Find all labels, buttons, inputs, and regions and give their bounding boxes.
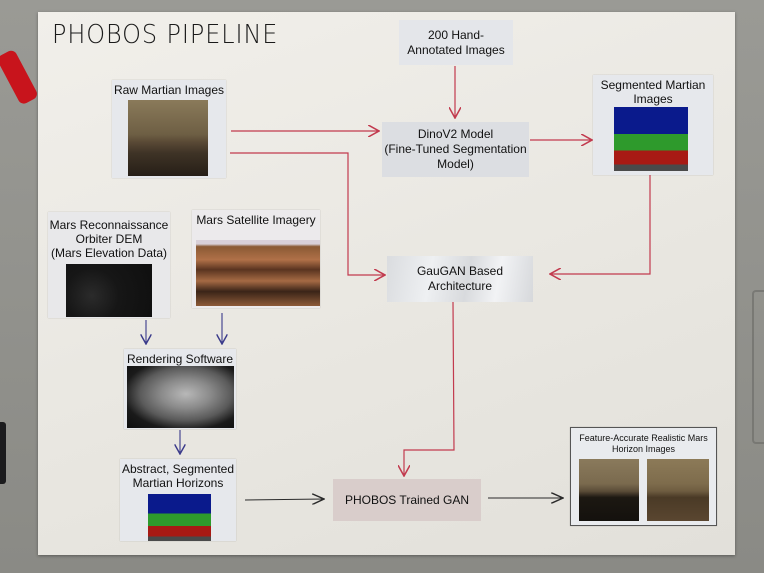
gaugan-architecture-node: GauGAN Based Architecture — [387, 256, 533, 302]
gaugan-line2: Architecture — [427, 279, 493, 293]
binder-clip-left — [0, 422, 6, 484]
rendering-software-label: Rendering Software — [126, 352, 234, 366]
abstract-segmented-image — [148, 494, 211, 541]
generated-horizon-image-1 — [579, 459, 639, 521]
rendering-software-card: Rendering Software — [124, 349, 236, 429]
abstract-line2: Martian Horizons — [132, 476, 224, 490]
segmented-mask-image — [614, 107, 688, 171]
mro-dem-line2: Orbiter DEM — [75, 232, 143, 246]
mro-dem-card: Mars Reconnaissance Orbiter DEM (Mars El… — [48, 212, 170, 318]
raw-martian-images-label: Raw Martian Images — [113, 83, 225, 97]
dinov2-line2: (Fine-Tuned Segmentation — [384, 142, 527, 156]
poster-title: PHOBOS Pipeline — [52, 20, 279, 50]
hand-annotated-label: 200 Hand-Annotated Images — [407, 27, 505, 57]
gaugan-line1: GauGAN Based — [416, 264, 504, 278]
output-line2: Horizon Images — [611, 444, 676, 454]
dinov2-model-node: DinoV2 Model (Fine-Tuned Segmentation Mo… — [382, 122, 529, 177]
segmented-label-line2: Images — [633, 92, 673, 106]
dinov2-line1: DinoV2 Model — [417, 127, 494, 141]
abstract-line1: Abstract, Segmented — [121, 462, 235, 476]
terrain-render-image — [127, 366, 234, 428]
binder-clip-right — [752, 290, 764, 444]
elevation-map-image — [66, 264, 152, 317]
generated-horizon-image-2 — [647, 459, 709, 521]
hand-annotated-images-node: 200 Hand-Annotated Images — [399, 20, 513, 65]
abstract-segmented-horizons-card: Abstract, Segmented Martian Horizons — [120, 459, 236, 541]
raw-martian-images-card: Raw Martian Images — [112, 80, 226, 178]
phobos-gan-label: PHOBOS Trained GAN — [344, 492, 470, 507]
mro-dem-line1: Mars Reconnaissance — [49, 218, 169, 232]
satellite-label: Mars Satellite Imagery — [196, 213, 316, 227]
phobos-trained-gan-node: PHOBOS Trained GAN — [333, 479, 481, 521]
segmented-martian-images-card: Segmented Martian Images — [593, 75, 713, 175]
output-realistic-horizons-card: Feature-Accurate Realistic Mars Horizon … — [570, 427, 717, 526]
mro-dem-line3: (Mars Elevation Data) — [50, 246, 168, 260]
satellite-map-image — [196, 240, 320, 306]
output-line1: Feature-Accurate Realistic Mars — [579, 433, 708, 443]
dinov2-line3: Model) — [437, 157, 474, 171]
mars-satellite-imagery-card: Mars Satellite Imagery — [192, 210, 320, 308]
segmented-label-line1: Segmented Martian — [600, 78, 706, 92]
raw-martian-image — [128, 100, 208, 176]
